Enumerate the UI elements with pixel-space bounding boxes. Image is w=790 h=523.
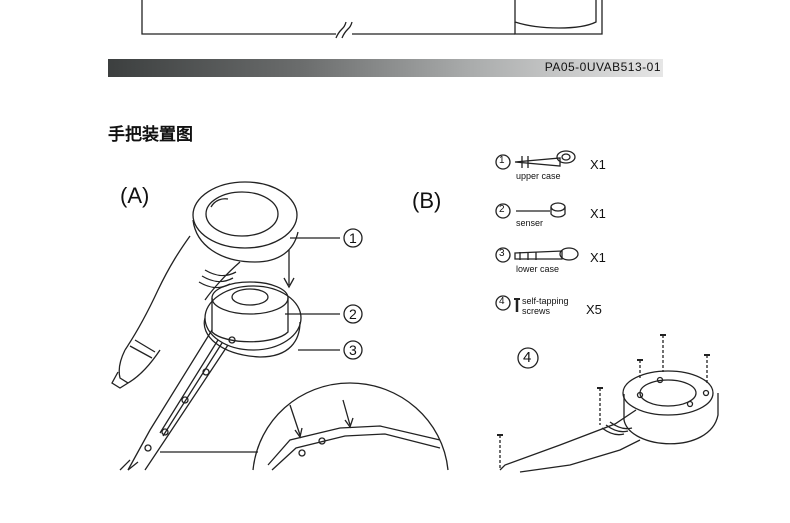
header-banner: PA05-0UVAB513-01 bbox=[108, 59, 663, 77]
top-stand bbox=[514, 0, 597, 29]
part-quantity: X1 bbox=[590, 206, 606, 221]
part-number: 4 bbox=[499, 296, 505, 307]
figure-a-handle bbox=[111, 181, 340, 471]
part-number: 1 bbox=[499, 155, 505, 166]
part-name: self-tapping screws bbox=[522, 296, 569, 316]
callout-3: 3 bbox=[349, 342, 357, 358]
part-quantity: X1 bbox=[590, 157, 606, 172]
part-row-senser: 2 senser X1 bbox=[496, 204, 626, 234]
callout-1: 1 bbox=[349, 230, 357, 246]
part-quantity: X1 bbox=[590, 250, 606, 265]
part-row-upper-case: 1 upper case X1 bbox=[496, 155, 626, 185]
figure-b-assembly bbox=[497, 334, 719, 473]
assembly-callout-4: 4 bbox=[523, 349, 532, 366]
part-row-lower-case: 3 lower case X1 bbox=[496, 248, 626, 278]
part-icon-screw bbox=[514, 298, 520, 312]
part-icon-upper-case bbox=[514, 150, 576, 168]
part-quantity: X5 bbox=[586, 302, 602, 317]
part-name: senser bbox=[516, 218, 544, 228]
section-title: 手把装置图 bbox=[108, 125, 193, 145]
document-code: PA05-0UVAB513-01 bbox=[544, 60, 661, 74]
figure-a-label: (A) bbox=[120, 183, 150, 208]
part-icon-senser bbox=[516, 202, 566, 218]
part-name: lower case bbox=[516, 264, 560, 274]
top-break-mark bbox=[335, 21, 353, 39]
top-stand-base bbox=[514, 0, 603, 35]
figure-b-label: (B) bbox=[412, 188, 442, 213]
top-frame-line bbox=[141, 0, 336, 35]
callout-2: 2 bbox=[349, 306, 357, 322]
detail-zoom bbox=[252, 382, 449, 471]
part-icon-lower-case bbox=[514, 247, 579, 261]
part-number: 2 bbox=[499, 204, 505, 215]
part-number: 3 bbox=[499, 248, 505, 259]
part-name: upper case bbox=[516, 171, 561, 181]
part-row-screws: 4 self-tapping screws X5 bbox=[496, 296, 626, 326]
